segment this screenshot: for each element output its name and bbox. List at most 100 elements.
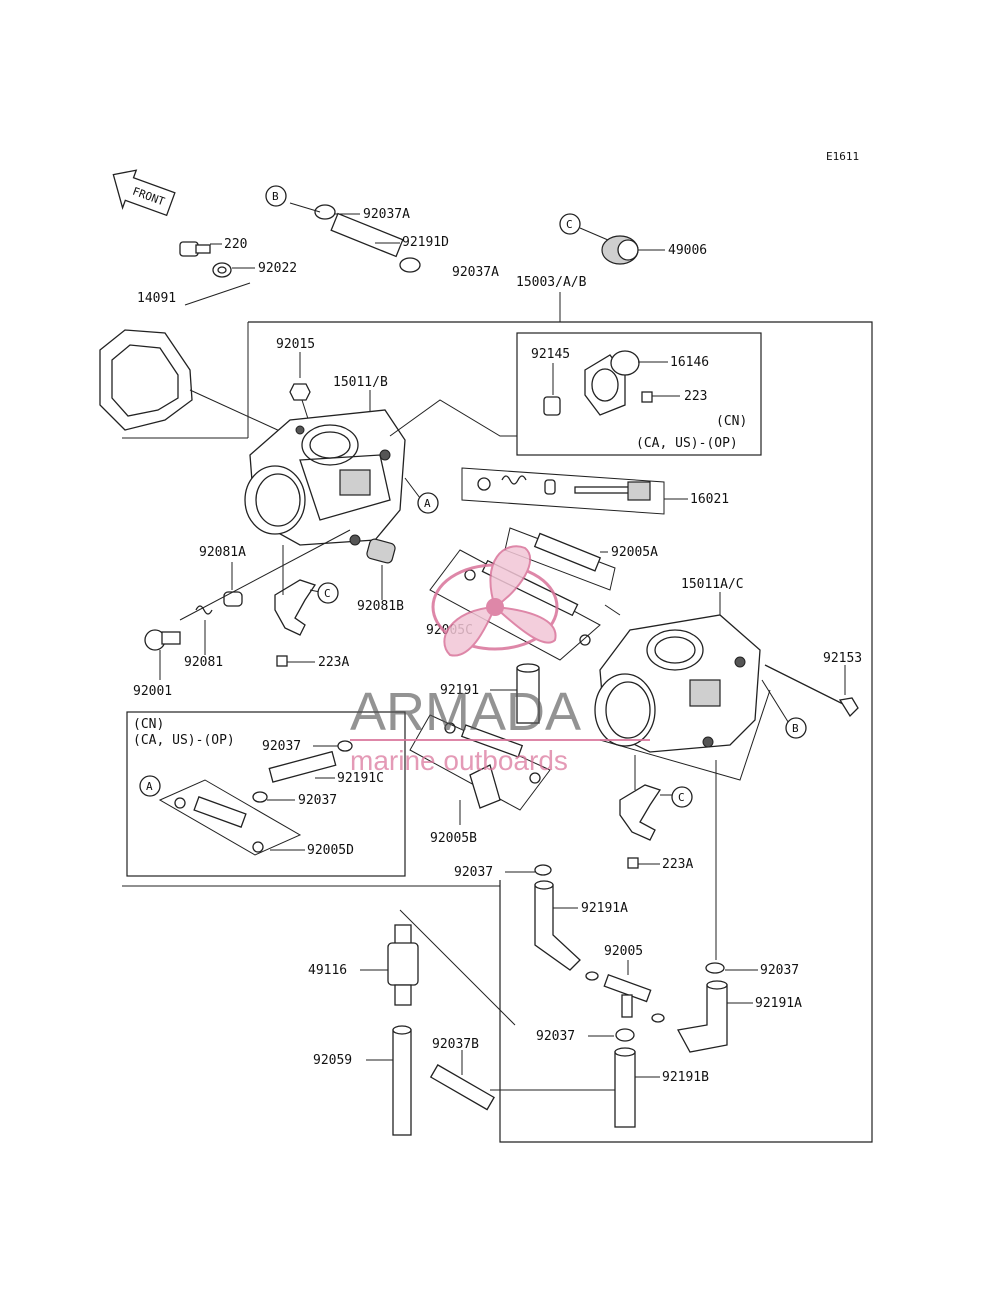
label-92145: 92145 — [531, 347, 570, 362]
label-92059: 92059 — [313, 1053, 352, 1068]
label-92005: 92005 — [604, 944, 643, 959]
label-92001: 92001 — [133, 684, 172, 699]
label-16146: 16146 — [670, 355, 709, 370]
label-92081: 92081 — [184, 655, 223, 670]
svg-text:B: B — [792, 722, 799, 735]
accel-pump-box — [516, 332, 762, 456]
clamp-92037-box — [337, 740, 353, 752]
clamp-92037-right — [705, 962, 725, 974]
svg-text:C: C — [566, 218, 573, 231]
watermark: ARMADA marine outboards — [350, 545, 650, 776]
label-223-top: 223 — [684, 389, 707, 404]
label-92191D: 92191D — [402, 235, 449, 250]
cover-14091 — [99, 329, 193, 431]
filter-49116 — [387, 924, 419, 1006]
bracket-left — [274, 579, 317, 636]
screw-223-top — [641, 391, 653, 403]
callout-a-mid: A — [417, 492, 439, 514]
svg-text:A: A — [424, 497, 431, 510]
callout-c-left: C — [317, 582, 339, 604]
spring-92081 — [195, 605, 213, 615]
hose-92191 — [516, 663, 540, 724]
label-92037B: 92037B — [432, 1037, 479, 1052]
svg-text:C: C — [324, 587, 331, 600]
label-92081B: 92081B — [357, 599, 404, 614]
pilot-screw-set — [461, 467, 665, 515]
label-92015: 92015 — [276, 337, 315, 352]
label-49006: 49006 — [668, 243, 707, 258]
label-92191B: 92191B — [662, 1070, 709, 1085]
label-16021: 16021 — [690, 492, 729, 507]
label-220: 220 — [224, 237, 247, 252]
carburetor-15011B — [244, 409, 406, 546]
clamp-92037-low — [534, 864, 552, 876]
label-15003: 15003/A/B — [516, 275, 587, 290]
spring-92081B — [366, 538, 396, 564]
label-92191C: 92191C — [337, 771, 384, 786]
label-92037A-mid: 92037A — [452, 265, 499, 280]
spring-92081A — [223, 591, 243, 607]
watermark-brand: ARMADA — [350, 682, 581, 742]
hose-clamp-assembly — [314, 204, 421, 273]
label-223A-left: 223A — [318, 655, 349, 670]
note-cn-top: (CN) — [716, 414, 747, 429]
propeller-logo-icon — [431, 545, 559, 657]
hose-92191A-a — [534, 880, 581, 971]
hose-92191B — [614, 1047, 636, 1128]
callout-c-top: C — [559, 213, 581, 235]
svg-text:A: A — [146, 780, 153, 793]
cn-fitting-box — [126, 711, 406, 877]
label-92153: 92153 — [823, 651, 862, 666]
callout-c-right: C — [671, 786, 693, 808]
label-223A-right: 223A — [662, 857, 693, 872]
screw-220 — [179, 241, 211, 257]
screw-223A-left — [276, 655, 288, 667]
label-92037-low: 92037 — [454, 865, 493, 880]
fitting-set-92005D — [158, 779, 302, 856]
nut-92015 — [289, 383, 311, 401]
diagram-code: E1611 — [826, 150, 859, 163]
label-92005D: 92005D — [307, 843, 354, 858]
note-caus-box: (CA, US)-(OP) — [133, 733, 235, 748]
plunger-92145 — [543, 396, 561, 416]
label-92037-box2: 92037 — [298, 793, 337, 808]
watermark-tagline: marine outboards — [350, 745, 568, 776]
clamp-92037-box2 — [252, 791, 268, 803]
cap-49006 — [601, 235, 639, 265]
screw-92001 — [144, 629, 181, 651]
screw-223A-right — [627, 857, 639, 869]
fitting-92005D — [174, 796, 264, 853]
label-14091: 14091 — [137, 291, 176, 306]
label-92005A: 92005A — [611, 545, 658, 560]
washer-92022 — [212, 262, 232, 278]
label-92022: 92022 — [258, 261, 297, 276]
label-15011AC: 15011A/C — [681, 577, 744, 592]
bracket-right — [619, 784, 662, 841]
note-caus-top: (CA, US)-(OP) — [636, 436, 738, 451]
label-49116: 49116 — [308, 963, 347, 978]
fitting-92005A — [533, 532, 602, 572]
label-92191A-a: 92191A — [581, 901, 628, 916]
label-92005B: 92005B — [430, 831, 477, 846]
label-92081A: 92081A — [199, 545, 246, 560]
front-arrow-icon: FRONT — [112, 169, 176, 217]
callout-b-top: B — [265, 185, 287, 207]
svg-text:B: B — [272, 190, 279, 203]
carburetor-15011AC — [594, 614, 761, 753]
callout-a-box: A — [139, 775, 161, 797]
clip-92037B — [429, 1064, 495, 1111]
hose-92059 — [392, 1025, 412, 1136]
bolt-92153 — [764, 664, 859, 718]
clamp-92037-low2 — [615, 1028, 635, 1042]
label-92037-right: 92037 — [760, 963, 799, 978]
label-92191: 92191 — [440, 683, 479, 698]
hose-92191C — [268, 750, 337, 783]
pilot-screw-16021-parts — [477, 475, 651, 501]
hose-92191A-b — [676, 980, 728, 1053]
label-92037-box: 92037 — [262, 739, 301, 754]
label-15011B: 15011/B — [333, 375, 388, 390]
assembly-frame — [248, 321, 873, 1143]
label-92037A-top: 92037A — [363, 207, 410, 222]
